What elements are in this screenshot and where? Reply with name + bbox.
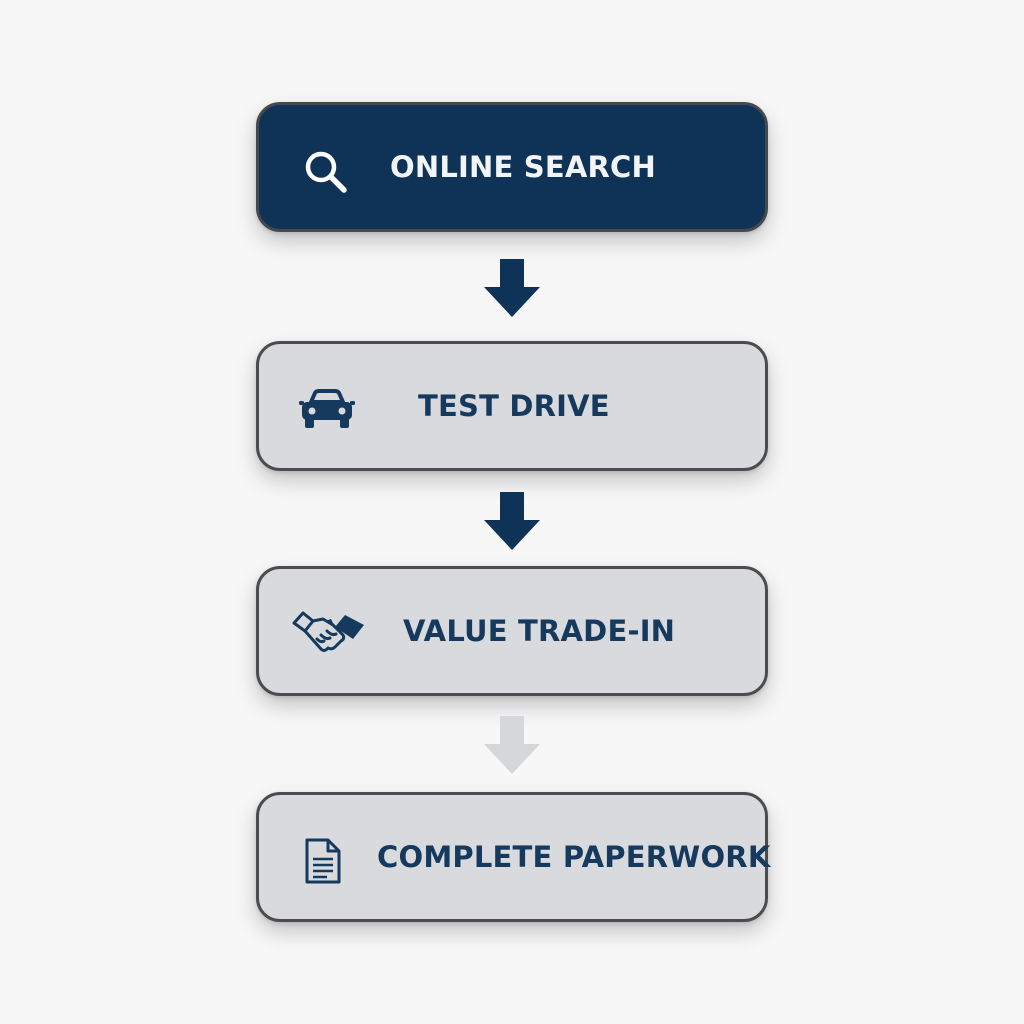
search-icon xyxy=(305,151,347,193)
step-label: ONLINE SEARCH xyxy=(390,150,656,184)
step-online-search: ONLINE SEARCH xyxy=(256,102,768,232)
car-icon xyxy=(299,389,355,428)
step-value-trade-in: VALUE TRADE-IN xyxy=(256,566,768,696)
step-label: COMPLETE PAPERWORK xyxy=(377,840,771,874)
step-label: TEST DRIVE xyxy=(418,389,610,423)
down-arrow-faded xyxy=(484,716,540,774)
handshake-icon xyxy=(292,611,364,652)
step-test-drive: TEST DRIVE xyxy=(256,341,768,471)
down-arrow xyxy=(484,492,540,550)
down-arrow xyxy=(484,259,540,317)
step-complete-paperwork: COMPLETE PAPERWORK xyxy=(256,792,771,922)
document-icon xyxy=(305,838,341,884)
step-label: VALUE TRADE-IN xyxy=(403,614,676,648)
